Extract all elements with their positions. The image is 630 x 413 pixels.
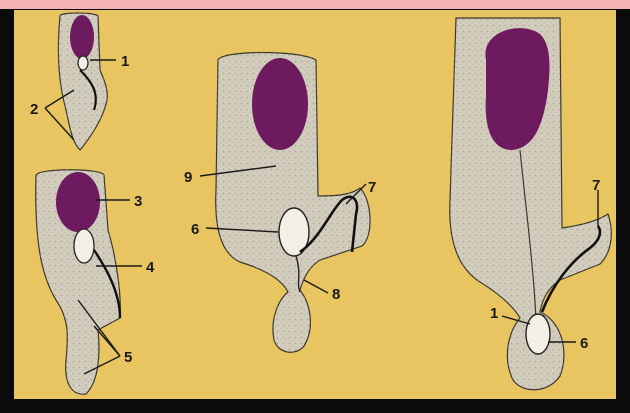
top-glow-band xyxy=(0,0,630,9)
label-4: 4 xyxy=(146,259,155,276)
label-7-figure-c: 7 xyxy=(368,179,376,196)
figure-a-sac xyxy=(78,56,88,70)
label-6-figure-d: 6 xyxy=(580,335,588,352)
label-6-figure-c: 6 xyxy=(191,221,199,238)
label-1-figure-a: 1 xyxy=(121,53,129,70)
figure-b-organ xyxy=(56,172,100,232)
label-1-figure-d: 1 xyxy=(490,305,498,322)
label-2: 2 xyxy=(30,101,38,118)
label-5: 5 xyxy=(124,349,132,366)
figure-b-sac xyxy=(74,229,94,263)
label-3: 3 xyxy=(134,193,142,210)
label-9: 9 xyxy=(184,169,192,186)
figure-d-sac xyxy=(526,314,550,354)
figure-c-organ xyxy=(252,58,308,150)
figure-a-organ xyxy=(70,15,94,59)
label-8: 8 xyxy=(332,286,340,303)
label-7-figure-d: 7 xyxy=(592,177,600,194)
